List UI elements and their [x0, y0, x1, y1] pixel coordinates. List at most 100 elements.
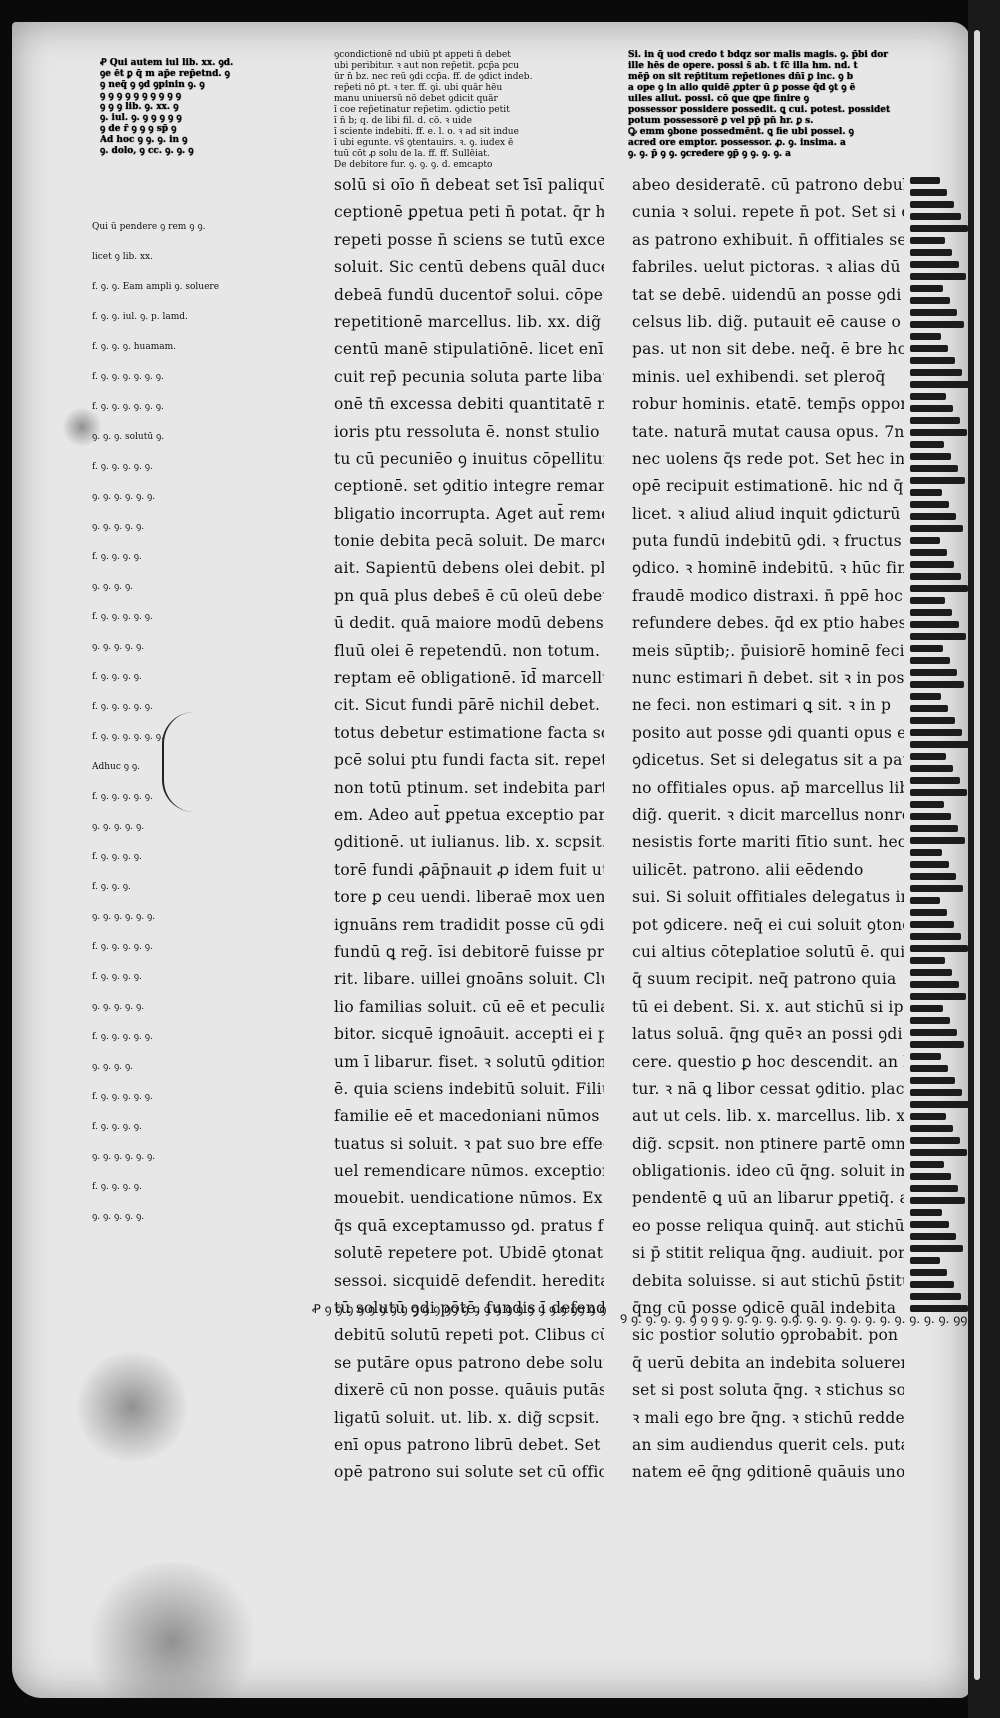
gloss-line: ūr n̄ bz. nec reū ꝯdi ccp̄a. ff. de ꝯdic… — [334, 72, 533, 82]
text-line: si p̄ stitit reliqua q̄ng. audiuit. pon — [632, 1244, 904, 1263]
text-line: debita soluisse. si aut stichū p̄stituis… — [632, 1271, 904, 1290]
ink-stroke — [910, 621, 959, 628]
text-line: tur. ꝛ nā ꝗ libor cessat ꝯditio. placuit — [632, 1079, 904, 1098]
ink-stroke — [910, 537, 940, 544]
text-line: nesistis forte mariti fītio sunt. hec en… — [632, 833, 904, 852]
ink-stroke — [910, 297, 950, 304]
gloss-line: f. ꝯ. ꝯ. ꝯ. ꝯ. ꝯ. — [92, 942, 153, 952]
top-gloss-right: Si. in q̄ uod credo t bdqz sor malis mag… — [628, 50, 903, 160]
text-line: natem eē q̄ng ꝯditionē quāuis uno — [632, 1463, 904, 1482]
gloss-line: manu uniuersū nõ debet ꝯdicit quãr — [334, 94, 498, 104]
ink-stroke — [910, 225, 968, 232]
gloss-line: ī sciente indebiti. ff. e. l. o. ꝛ ad si… — [334, 127, 519, 137]
footnote-line: ꝯ. dom. — [960, 1312, 970, 1326]
ink-stroke — [910, 465, 958, 472]
text-line: ꝯditionē. ut iulianus. lib. x. scpsit. S… — [334, 833, 604, 852]
binding-edge — [968, 0, 1000, 1718]
ink-stroke — [910, 381, 969, 388]
gloss-line: f. ꝯ. ꝯ. ꝯ. huamam. — [92, 342, 176, 352]
text-line: latus soluā. q̄ng quēꝛ an possi ꝯdi — [632, 1025, 903, 1044]
text-line: abeo desideratē. cū patrono debuīt pe — [632, 176, 904, 194]
text-line: q̄s quā exceptamusso ꝯd. pratus fuit — [334, 1216, 604, 1235]
ink-stroke — [910, 597, 945, 604]
ink-stroke — [910, 753, 946, 760]
ink-stroke — [910, 393, 946, 400]
text-line: minis. uel exhibendi. set pleroq̄ — [632, 367, 886, 386]
ink-stroke — [910, 321, 964, 328]
ink-stroke — [910, 333, 941, 340]
text-line: aut ut cels. lib. x. marcellus. lib. xx. — [632, 1107, 904, 1126]
ink-stroke — [910, 609, 952, 616]
gloss-line: ꝯ. dolo, ꝯ cc. ꝯ. ꝯ. ꝯ — [100, 146, 194, 156]
text-line: eo posse reliqua quinq̄. aut stichū. ꝛ — [632, 1216, 904, 1235]
gloss-line: ꝯ ꝯ ꝯ lib. ꝯ. xx. ꝯ — [100, 102, 179, 112]
ink-stroke — [910, 573, 961, 580]
text-line: em. Adeo aut̄ ꝑpetua exceptio parit — [334, 805, 604, 824]
ink-stroke — [910, 1161, 944, 1168]
text-line: ignuāns rem tradidit posse cū ꝯdicere — [334, 915, 604, 934]
text-line: pn quā plus debes̄ ē cū oleū debet. ole — [334, 586, 604, 605]
gloss-line: f. ꝯ. ꝯ. ꝯ. ꝯ. — [92, 852, 142, 862]
ink-stroke — [910, 189, 947, 196]
margin-brace — [162, 712, 194, 812]
gloss-line: ꝯ. ꝯ. ꝯ. ꝯ. ꝯ. ꝯ. — [92, 1152, 156, 1162]
text-line: solutē repetere pot. Ubidē ꝯtonato po — [334, 1244, 604, 1263]
ink-stroke — [910, 645, 943, 652]
gloss-line: ꝯ neq̄ ꝯ ꝯd ꝯpinin ꝯ. ꝯ — [100, 80, 205, 90]
gloss-line: f. ꝯ. ꝯ. ꝯ. — [92, 882, 131, 892]
text-line: ꝯdico. ꝛ hominē indebitū. ꝛ hūc fine — [632, 559, 904, 578]
ink-stroke — [910, 525, 963, 532]
ink-stroke — [910, 825, 958, 832]
text-line: an sim audiendus querit cels. puta — [632, 1435, 904, 1454]
gloss-line: f. ꝯ. ꝯ. ꝯ. ꝯ. ꝯ. — [92, 612, 153, 622]
gloss-line: ꝯ. iul. ꝯ. ꝯ ꝯ ꝯ ꝯ ꝯ — [100, 113, 182, 123]
ink-stroke — [910, 1089, 962, 1096]
text-line: tonie debita pecā soluit. De marcellus — [334, 532, 604, 551]
text-line: no offitiales opus. ap̄ marcellus lib. x… — [632, 778, 904, 797]
ink-stroke — [910, 933, 961, 940]
text-line: bligatio incorrupta. Aget aut̄ remedio — [334, 504, 604, 523]
gloss-line: Si. in q̄ uod credo t bdqz sor malis mag… — [628, 50, 888, 60]
text-line: q̄ suum recipit. neq̄ patrono quia — [632, 970, 897, 989]
ink-stroke — [910, 1269, 947, 1276]
ink-stroke — [910, 261, 959, 268]
text-line: pas. ut non sit debe. neq̄. ē bre ho — [632, 340, 904, 359]
ink-stroke — [910, 345, 948, 352]
ink-stroke — [910, 285, 943, 292]
ink-stroke — [910, 909, 947, 916]
text-line: licet. ꝛ aliud aliud inquit ꝯdicturū su — [632, 504, 904, 523]
text-line: torē fundi ꝓāp̄nauit ꝓ idem fuit ut uend… — [334, 860, 604, 879]
ink-stroke — [910, 861, 949, 868]
text-line: meis sūptib;. p̄uisiorē hominē feci. — [632, 641, 904, 660]
ink-stroke — [910, 1305, 968, 1312]
ink-stroke — [910, 1101, 969, 1108]
text-line: soluit. Sic centū debens quāl ducenta — [334, 258, 604, 277]
text-line: se putāre opus patrono debe soluti — [334, 1353, 604, 1372]
ink-stroke — [910, 249, 952, 256]
ink-stroke — [910, 585, 968, 592]
footnote-line: ꝯ ꝯ ꝯ — [577, 1302, 607, 1316]
text-line: familie eē et macedoniani nūmos mu — [334, 1107, 604, 1126]
text-line: enī opus patrono librū debet. Set īī — [334, 1435, 604, 1454]
text-line: tore ꝑ ceu uendi. liberaē mox uendita — [334, 888, 604, 907]
gloss-line: ꝯ. ꝯ. ꝯ. ꝯ. ꝯ. ꝯ. — [92, 912, 156, 922]
text-line: dig̃. scpsit. non ptinere partē omnia — [632, 1134, 904, 1153]
text-line: cuit rep̄ pecunia soluta parte libati — [334, 367, 604, 386]
gloss-line: Qui ū pendere ꝯ rem ꝯ ꝯ. — [92, 222, 206, 232]
gloss-line: ꝯ. ꝯ. ꝯ. ꝯ. ꝯ. — [92, 1212, 145, 1222]
text-line: ceptionē. set ꝯditio integre remanet. o — [334, 477, 604, 496]
ink-stroke — [910, 405, 953, 412]
gloss-line: uiles aliut. possi. cō ꝗue ꝗpe finire ꝯ — [628, 94, 810, 104]
ink-stroke — [910, 1005, 943, 1012]
gloss-line: Ꝓ Qui autem iul lib. xx. ꝯd. — [100, 58, 234, 68]
ink-stroke — [910, 633, 966, 640]
ink-stroke — [910, 1233, 956, 1240]
footnote-line: ꝯ. ꝯ. ꝯ. ꝯ. ꝯ. ꝯ. ꝯ. ꝯ. ꝯ. ꝯ. ꝯ. ꝯ — [791, 1312, 961, 1326]
gloss-line: De debitore fur. ꝯ. ꝯ. ꝯ. d. emcapto — [334, 160, 493, 170]
ink-stroke — [910, 237, 945, 244]
footnote-middle: Ꝓ ꝯ ꝯ ꝯ ꝯ ꝯ ꝯ ꝯ ꝯ ꝯ ꝯ ꝯ ꝯꝯ ꝯ ꝯ ꝯ ꝯ ꝯ ꝯ ꝯ… — [312, 1302, 606, 1317]
ink-stroke — [910, 201, 954, 208]
ink-stroke — [910, 1137, 960, 1144]
text-line: repeti posse n̄ sciens se tutū exceptiōe — [334, 230, 604, 249]
ink-stroke — [910, 273, 966, 280]
